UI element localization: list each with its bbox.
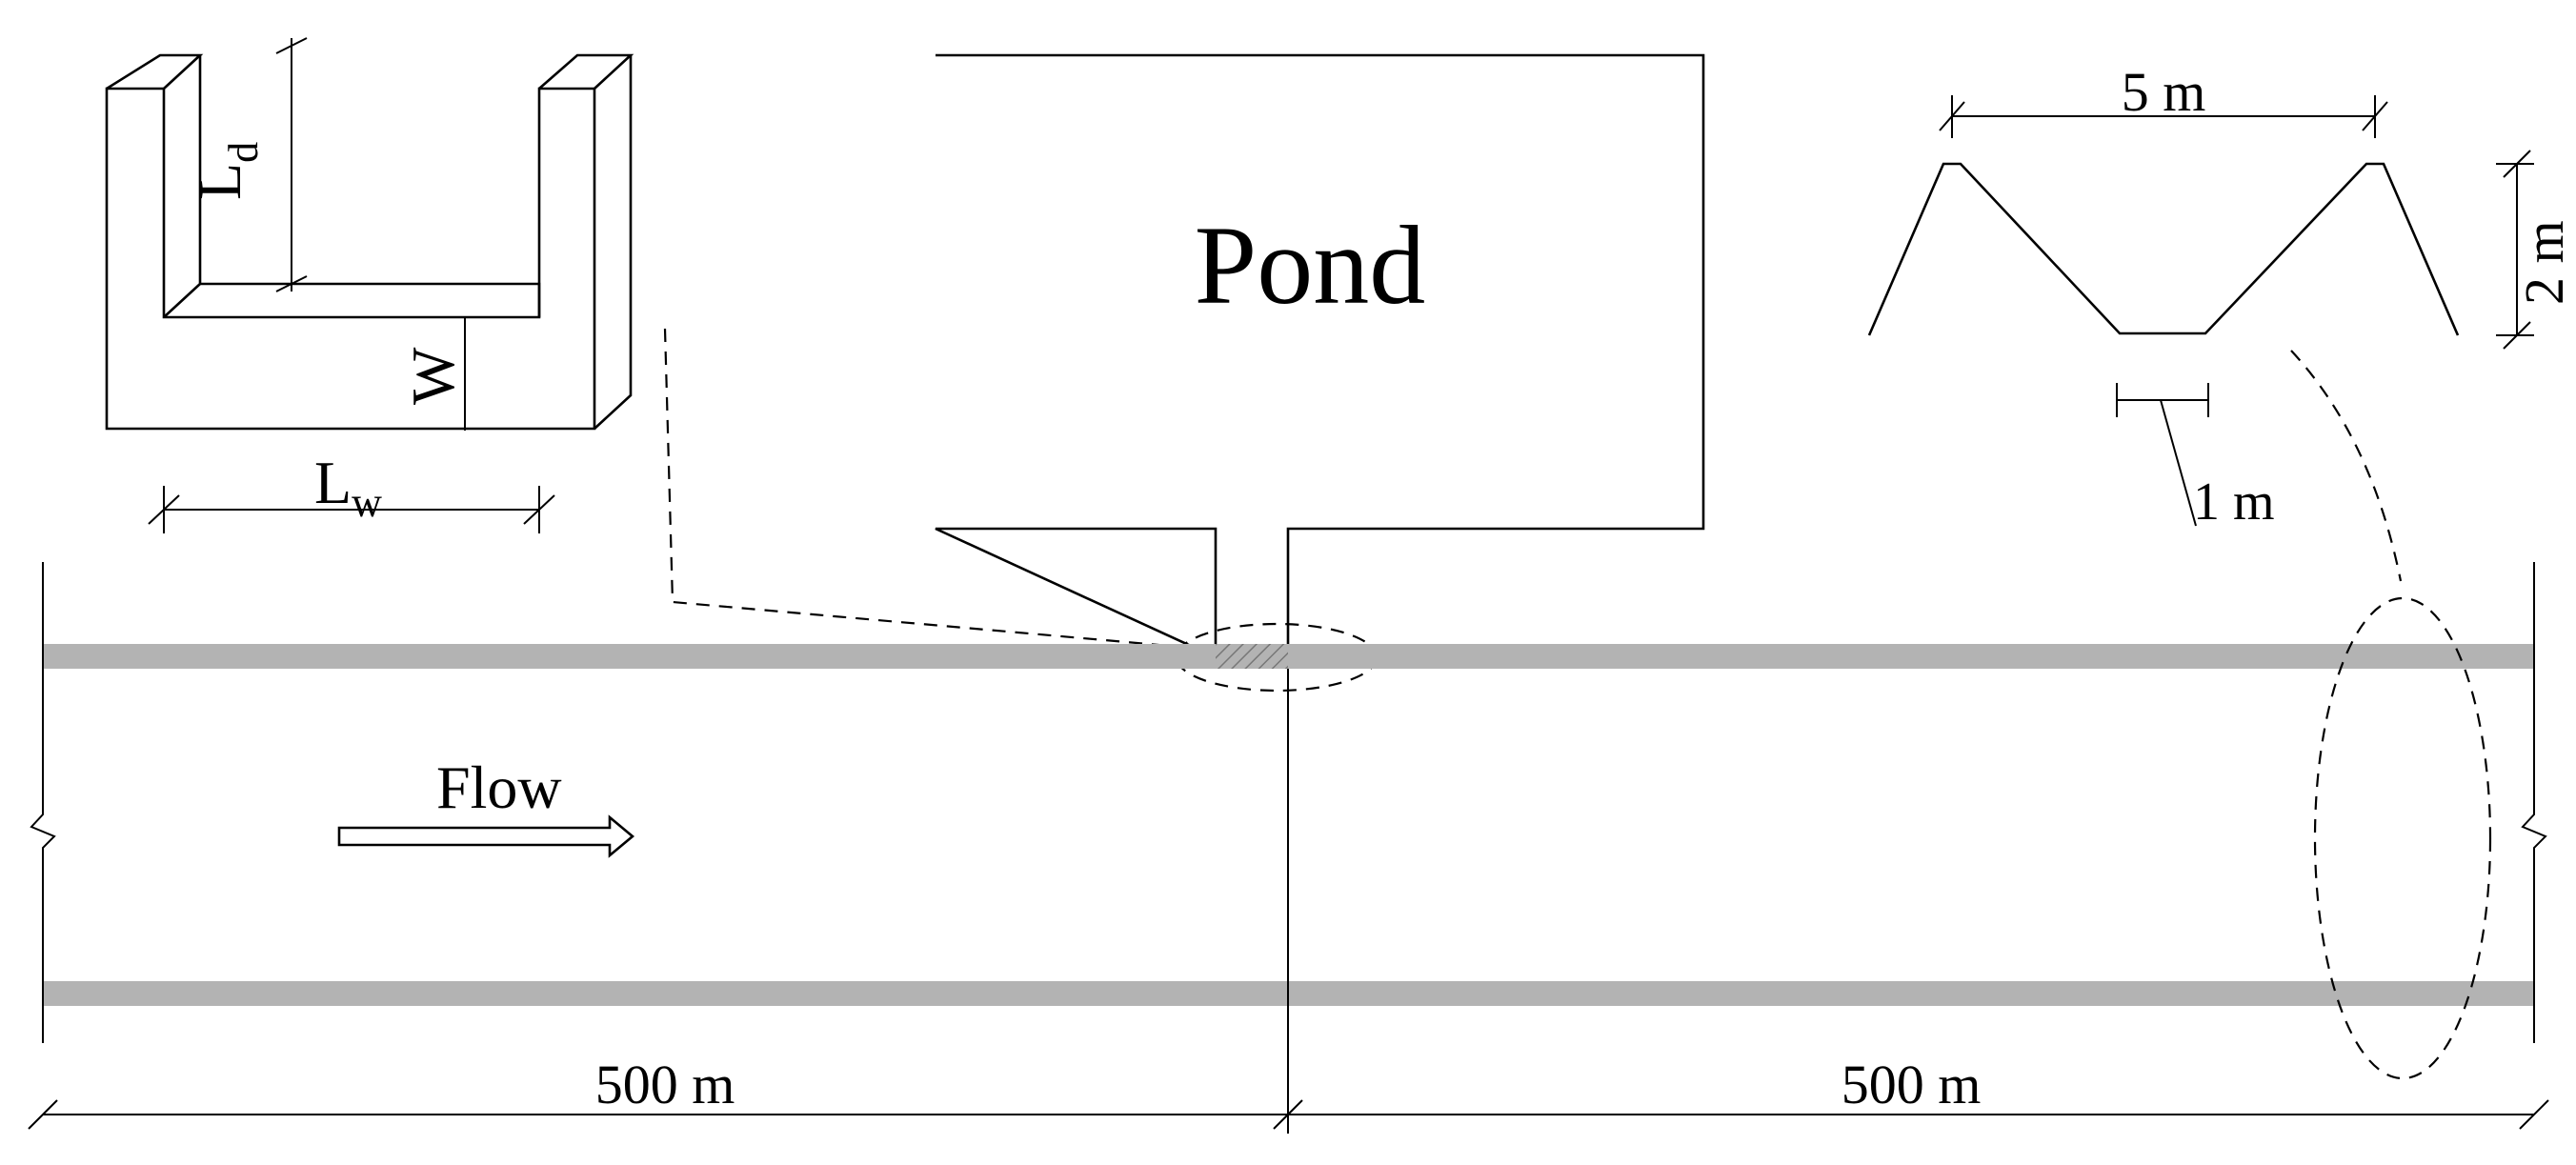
- section-callout-ellipse: [2313, 596, 2492, 1080]
- pond: Pond: [935, 53, 1705, 660]
- flow-label: Flow: [436, 753, 562, 821]
- depth-label: 2 m: [2513, 220, 2575, 305]
- weir-front-face: [105, 87, 596, 431]
- flow-arrow-icon: [337, 814, 635, 858]
- weir-callout-leader: [663, 328, 1192, 650]
- section-callout-leader: [2290, 350, 2403, 582]
- top-width-label: 5 m: [2122, 61, 2206, 123]
- flow-indicator: Flow: [337, 753, 635, 858]
- weir-left-wall-top: [106, 53, 204, 90]
- weir-outlet: [1216, 644, 1288, 669]
- length-dimensions: 500 m 500 m: [28, 1054, 2549, 1130]
- bottom-width-label: 1 m: [2193, 472, 2275, 532]
- bottom-width-leader: [2160, 399, 2197, 527]
- lw-label: Lw: [314, 449, 382, 526]
- right-length-label: 500 m: [1841, 1054, 1982, 1115]
- upper-bank: [43, 644, 2534, 669]
- weir-right-wall-side: [594, 55, 633, 430]
- channel: [30, 562, 2547, 1134]
- right-break-line: [2521, 562, 2547, 1043]
- weir-floor: [200, 282, 541, 317]
- ld-label: Ld: [186, 142, 267, 200]
- trapezoid-section: [1867, 162, 2460, 336]
- left-break-line: [30, 562, 56, 1043]
- pond-label: Pond: [1195, 203, 1426, 328]
- left-length-label: 500 m: [595, 1054, 735, 1115]
- cross-section-inset: 5 m 2 m 1 m: [1867, 61, 2575, 532]
- weir-inset: Ld W Lw: [105, 37, 634, 533]
- pond-outline: [935, 53, 1705, 660]
- w-label: W: [399, 347, 467, 405]
- weir-right-wall-top: [538, 53, 634, 90]
